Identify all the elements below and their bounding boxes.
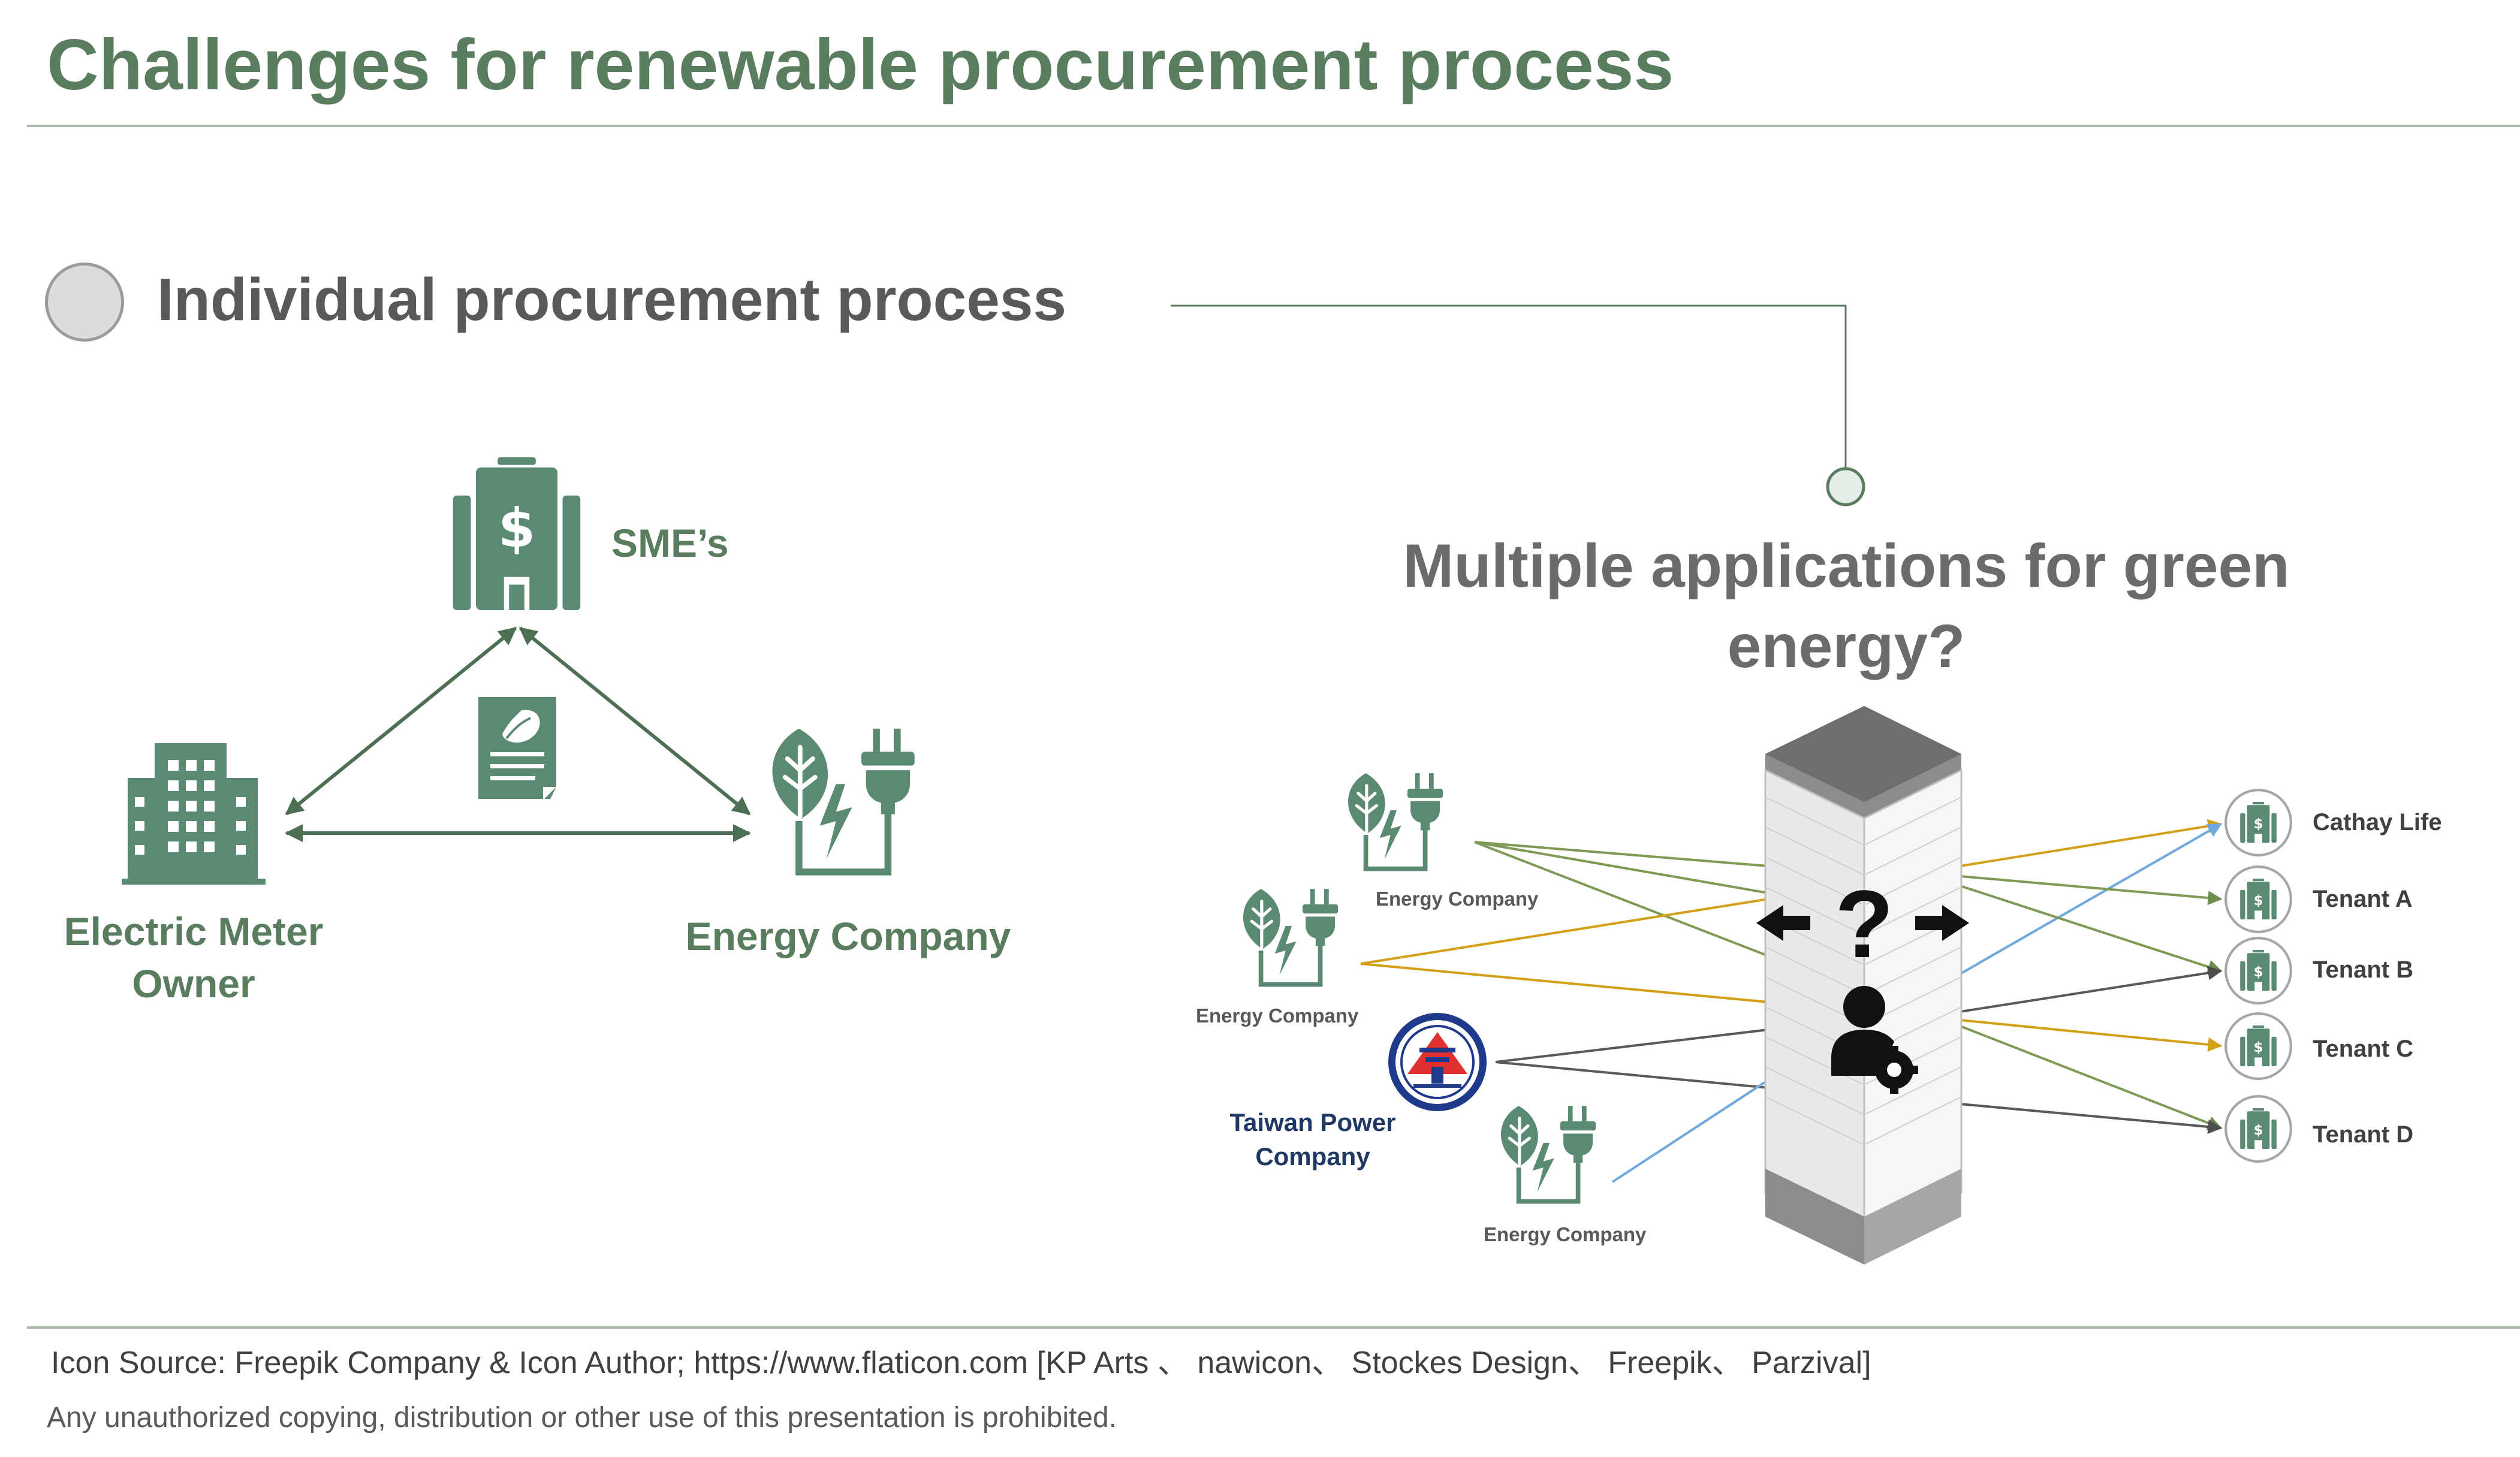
tenant-d-icon — [2226, 1096, 2291, 1162]
user-settings-icon — [1831, 986, 1918, 1094]
energy-company-2-label: Energy Company — [1196, 1004, 1359, 1027]
copyright-note: Any unauthorized copying, distribution o… — [47, 1402, 1117, 1434]
sme-energy-arrow — [519, 626, 751, 816]
contract-document-icon — [478, 697, 556, 800]
icon-source-note: Icon Source: Freepik Company & Icon Auth… — [51, 1346, 1871, 1380]
page-title: Challenges for renewable procurement pro… — [47, 25, 1674, 105]
tenant-label-tenant-c: Tenant C — [2313, 1036, 2414, 1062]
sme-building-icon — [453, 457, 581, 610]
left-procurement-diagram — [122, 457, 915, 885]
line-ec2-a — [1360, 898, 1769, 965]
section-bullet-circle — [45, 263, 124, 342]
taiwan-power-label-line2: Company — [1255, 1142, 1370, 1171]
question-line2: energy? — [1727, 611, 1966, 680]
taiwan-power-label: Taiwan Power Company — [1205, 1106, 1421, 1174]
connector-line — [1171, 304, 1847, 473]
taiwan-power-label-line1: Taiwan Power — [1229, 1108, 1396, 1136]
line-to-tenant-d-gray — [1960, 1103, 2223, 1134]
cathay-life-icon — [2226, 790, 2291, 855]
energy-company-3-icon — [1501, 1106, 1596, 1201]
title-divider — [27, 125, 2520, 127]
energy-company-2-icon — [1243, 889, 1338, 984]
meter-owner-label-line1: Electric Meter — [64, 909, 324, 954]
line-ec1-a — [1474, 841, 1769, 867]
line-ec3 — [1611, 1079, 1770, 1183]
connector-node — [1826, 467, 1865, 506]
tenant-c-icon — [2226, 1013, 2291, 1079]
tenant-b-icon — [2226, 938, 2291, 1003]
section-label: Individual procurement process — [157, 266, 1067, 333]
tenant-label-tenant-d: Tenant D — [2313, 1121, 2414, 1148]
question-mark: ? — [1835, 870, 1894, 978]
line-to-tenant-a — [1960, 875, 2223, 906]
line-tp-a — [1495, 1028, 1769, 1063]
energy-company-3-label: Energy Company — [1484, 1223, 1647, 1245]
question-line1: Multiple applications for green — [1403, 532, 2290, 600]
line-ec2-b — [1360, 963, 1769, 1003]
line-to-tenant-b — [1960, 885, 2223, 974]
line-to-tenant-d — [1960, 1025, 2223, 1130]
office-building-icon — [122, 743, 266, 885]
right-arrow-icon — [1915, 905, 1969, 941]
energy-company-1-label: Energy Company — [1376, 888, 1539, 910]
right-diagram: ? — [1243, 706, 2291, 1265]
line-ec1-c — [1474, 841, 1769, 957]
line-tp-b — [1495, 1061, 1769, 1089]
taiwan-power-logo-icon — [1388, 1013, 1487, 1111]
tenant-label-tenant-b: Tenant B — [2313, 957, 2414, 983]
sme-meter-arrow — [285, 626, 517, 816]
office-tower-icon — [1764, 706, 1963, 1265]
energy-company-label: Energy Company — [685, 914, 1011, 958]
line-to-tenant-c — [1960, 1019, 2223, 1052]
sme-label: SME’s — [611, 521, 729, 565]
footer-divider — [27, 1326, 2520, 1329]
energy-company-1-icon — [1348, 773, 1443, 868]
tenant-label-tenant-a: Tenant A — [2313, 886, 2413, 912]
tenant-a-icon — [2226, 867, 2291, 932]
line-to-tenant-b-gray — [1960, 966, 2223, 1013]
left-arrow-icon — [1756, 905, 1810, 941]
line-to-cathay — [1960, 819, 2223, 867]
meter-owner-label-line2: Owner — [132, 961, 255, 1006]
tenant-label-cathay-life: Cathay Life — [2313, 809, 2442, 835]
multiple-applications-question: Multiple applications for green energy? — [1319, 526, 2374, 686]
energy-company-icon — [772, 729, 914, 872]
line-to-cathay-blue — [1960, 823, 2223, 975]
line-ec1-b — [1474, 841, 1769, 894]
